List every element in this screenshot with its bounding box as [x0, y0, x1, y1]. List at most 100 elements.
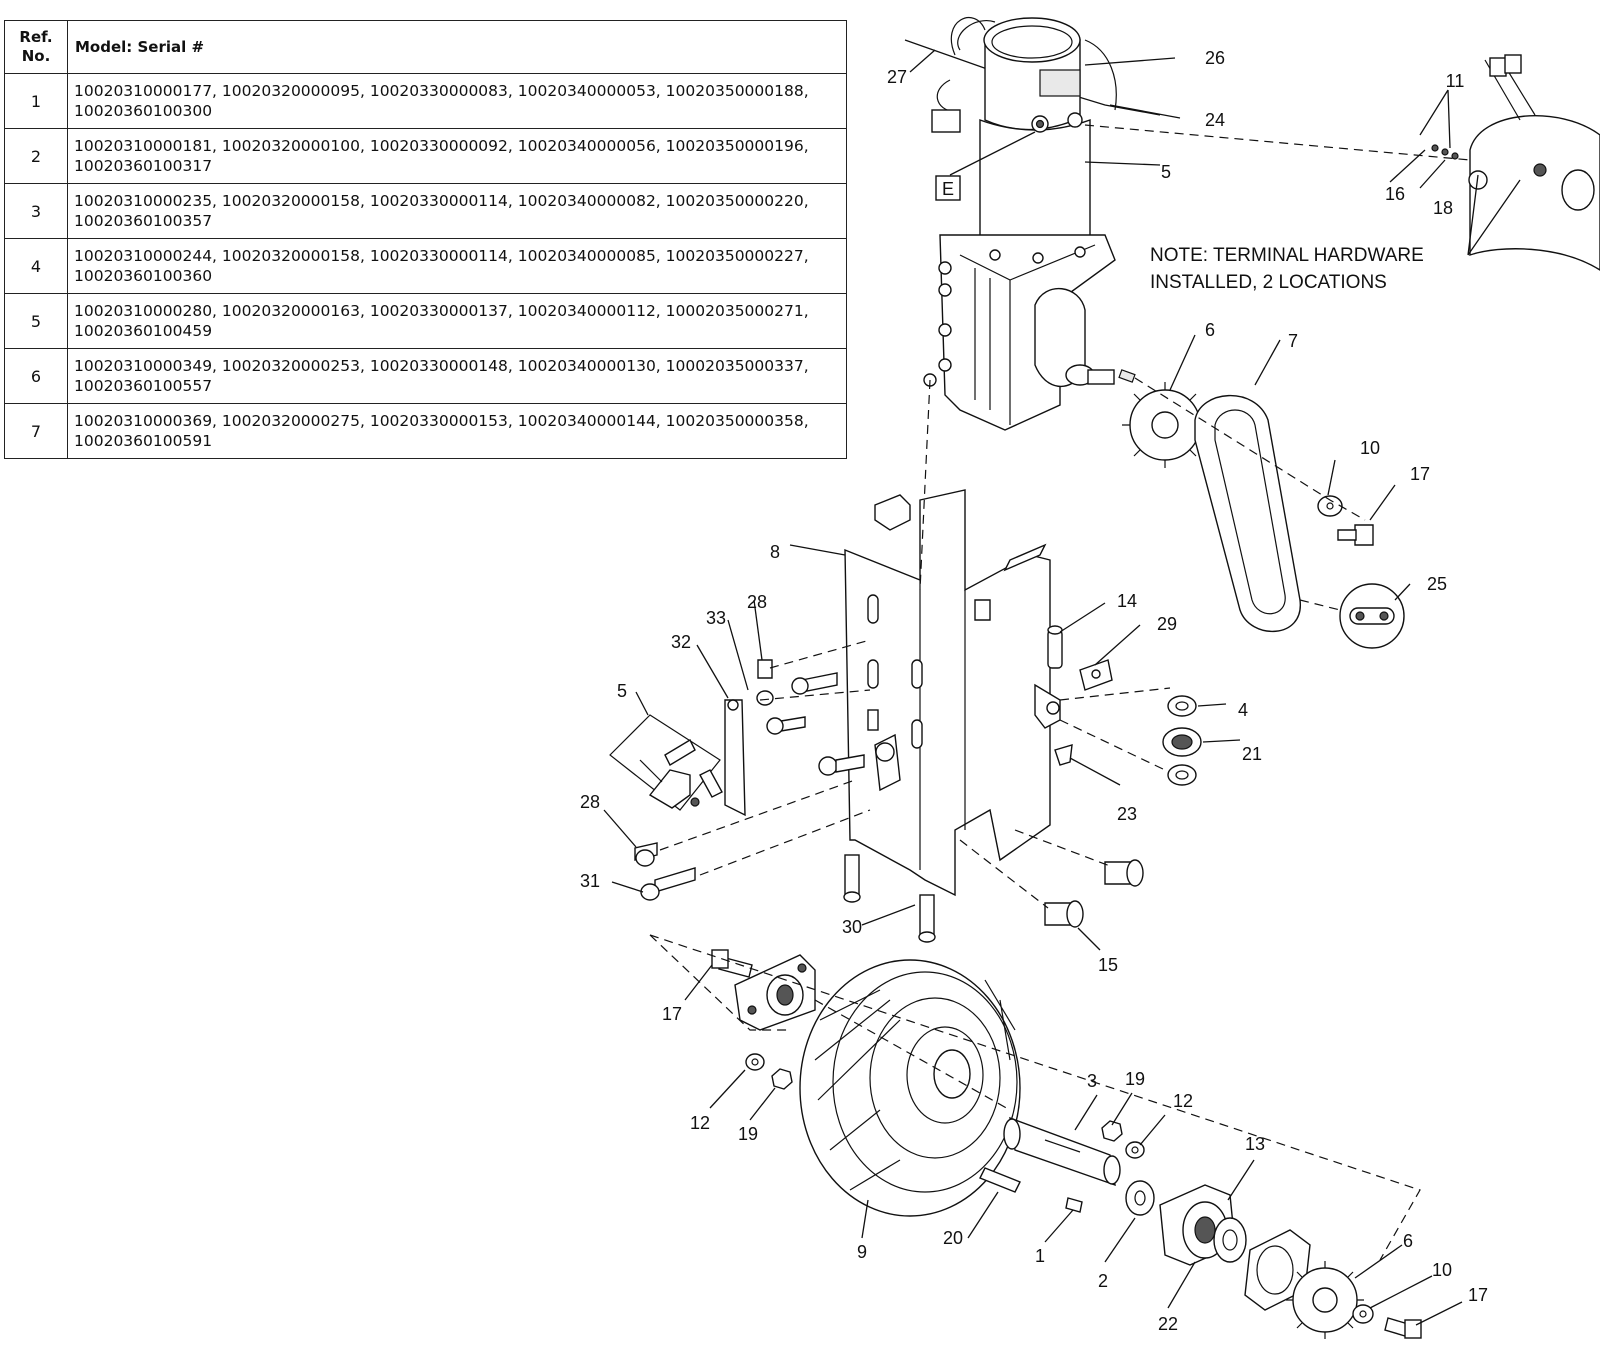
alignment-lines	[649, 124, 1471, 1261]
ref-no-cell: 5	[4, 293, 68, 349]
sprocket-upper	[1122, 382, 1208, 468]
callout-19-left: 19	[738, 1124, 758, 1144]
detail-e-label: E	[942, 179, 954, 199]
bolt-28-lower	[634, 842, 658, 867]
callout-6-lower: 6	[1403, 1231, 1413, 1251]
motor-assembly	[904, 17, 1161, 431]
serials-cell: 10020310000177, 10020320000095, 10020330…	[67, 73, 847, 129]
callout-32: 32	[671, 632, 691, 652]
callout-labels: 27 26 24 5 11 16 18 6 7 10 17 25 8 14 29…	[580, 48, 1488, 1334]
bolt-17-lower-right	[1384, 1317, 1422, 1339]
sprocket-lower	[1286, 1261, 1364, 1339]
ref-no-cell: 7	[4, 403, 68, 459]
callout-21: 21	[1242, 744, 1262, 764]
carriage-bolts-15	[1044, 859, 1144, 928]
axle-3	[1003, 1116, 1121, 1187]
serials-cell: 10020310000280, 10020320000163, 10020330…	[67, 293, 847, 349]
serials-cell: 10020310000181, 10020320000100, 10020330…	[67, 128, 847, 184]
callout-28-upper: 28	[747, 592, 767, 612]
table-header-row: Ref.No. Model: Serial #	[4, 20, 847, 74]
callout-26: 26	[1205, 48, 1225, 68]
callout-10-upper: 10	[1360, 438, 1380, 458]
callout-29: 29	[1157, 614, 1177, 634]
serials-cell: 10020310000369, 10020320000275, 10020330…	[67, 403, 847, 459]
key-20	[979, 1167, 1021, 1193]
callout-24: 24	[1205, 110, 1225, 130]
leader-lines	[603, 49, 1521, 1326]
bracket-32	[724, 699, 746, 817]
callout-8: 8	[770, 542, 780, 562]
callout-15: 15	[1098, 955, 1118, 975]
bolt-28-upper	[756, 659, 774, 706]
callout-3: 3	[1087, 1071, 1097, 1091]
callout-11: 11	[1446, 71, 1465, 91]
callout-14: 14	[1117, 591, 1137, 611]
callout-17-lower-left: 17	[662, 1004, 682, 1024]
callout-27: 27	[887, 67, 907, 87]
callout-4: 4	[1238, 700, 1248, 720]
callout-5-motor: 5	[1161, 162, 1171, 182]
ref-no-cell: 4	[4, 238, 68, 294]
serials-cell: 10020310000244, 10020320000158, 10020330…	[67, 238, 847, 294]
bolts-frame-left	[766, 672, 865, 776]
callout-33: 33	[706, 608, 726, 628]
ref-no-header: Ref.No.	[4, 20, 68, 74]
callout-30: 30	[842, 917, 862, 937]
callout-31: 31	[580, 871, 600, 891]
master-link-25	[1339, 583, 1405, 649]
serials-cell: 10020310000349, 10020320000253, 10020330…	[67, 348, 847, 404]
bolt-17-lower-left	[711, 949, 753, 978]
frame-bracket	[844, 489, 1061, 897]
callout-18: 18	[1433, 198, 1453, 218]
ref-no-cell: 2	[4, 128, 68, 184]
callout-2: 2	[1098, 1271, 1108, 1291]
callout-10-lower: 10	[1432, 1260, 1452, 1280]
callout-17-lower-right: 17	[1468, 1285, 1488, 1305]
callout-17-upper: 17	[1410, 464, 1430, 484]
bolt-17-upper	[1337, 524, 1374, 546]
pin-14	[1047, 625, 1063, 669]
callout-28-lower: 28	[580, 792, 600, 812]
callout-12-left: 12	[690, 1113, 710, 1133]
callout-12-right: 12	[1173, 1091, 1193, 1111]
pins-30	[843, 854, 936, 943]
flange-bearing-17	[734, 954, 816, 1031]
callout-1: 1	[1035, 1246, 1045, 1266]
callout-13: 13	[1245, 1134, 1265, 1154]
ref-no-cell: 6	[4, 348, 68, 404]
callout-19-right: 19	[1125, 1069, 1145, 1089]
bolt-31	[640, 867, 696, 901]
lever-assembly-5	[609, 714, 723, 811]
callout-25: 25	[1427, 574, 1447, 594]
bearing-22	[1213, 1217, 1247, 1263]
serials-cell: 10020310000235, 10020320000158, 10020330…	[67, 183, 847, 239]
callout-9: 9	[857, 1242, 867, 1262]
bearing-21	[1162, 727, 1202, 786]
key-1	[1065, 1197, 1083, 1213]
washer-4	[1167, 695, 1197, 717]
callout-6-upper: 6	[1205, 320, 1215, 340]
ref-no-cell: 1	[4, 73, 68, 129]
wheel-9	[799, 959, 1021, 1217]
callout-23: 23	[1117, 804, 1137, 824]
detail-e-box	[935, 175, 961, 201]
washer-12-right	[1125, 1141, 1145, 1159]
clip-23	[1054, 744, 1073, 766]
nut-19-left	[771, 1068, 793, 1090]
washer-2	[1125, 1180, 1155, 1216]
callout-20: 20	[943, 1228, 963, 1248]
washer-12-left	[745, 1053, 765, 1071]
callout-22: 22	[1158, 1314, 1178, 1334]
washer-10-lower	[1352, 1304, 1374, 1324]
note-line-1: NOTE: TERMINAL HARDWARE	[1150, 245, 1424, 266]
callout-7: 7	[1288, 331, 1298, 351]
nut-19-right	[1101, 1120, 1123, 1142]
